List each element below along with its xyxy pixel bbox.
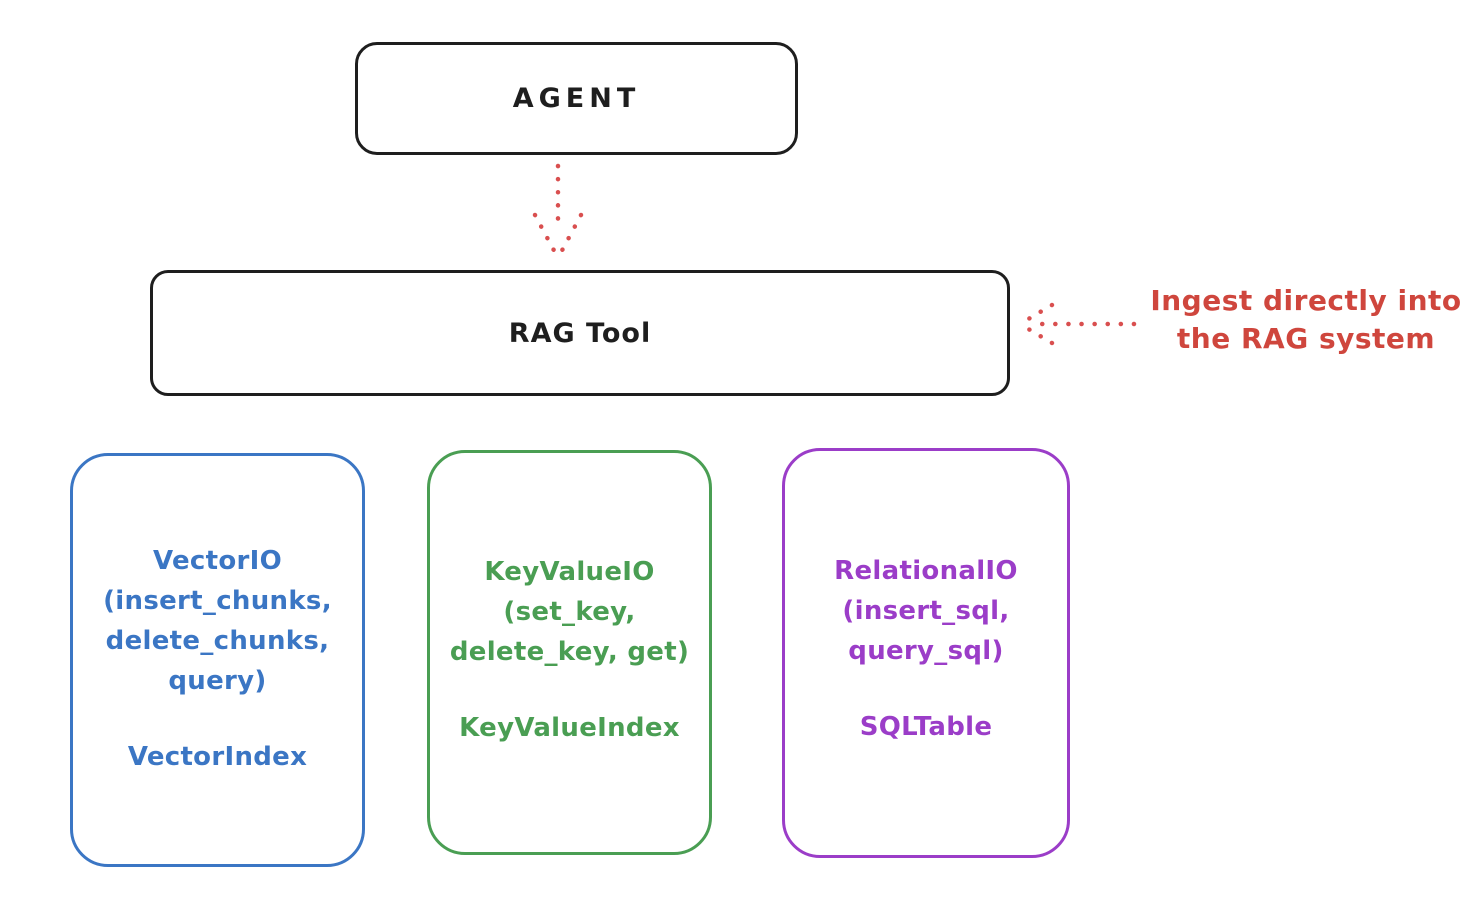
vector-io-title: VectorIO	[152, 546, 283, 576]
vector-io-methods-line1: (insert_chunks,	[103, 586, 332, 616]
rag-tool-box: RAG Tool	[150, 270, 1010, 396]
arrowhead-bottom-stroke	[1017, 321, 1055, 346]
relational-io-methods-line2: query_sql)	[848, 636, 1004, 666]
arrowhead-right-stroke	[555, 212, 584, 261]
agent-label: AGENT	[512, 83, 641, 114]
agent-to-rag-arrow	[532, 163, 584, 261]
arrowhead-top-stroke	[1017, 302, 1055, 327]
vector-io-box: VectorIO (insert_chunks, delete_chunks, …	[70, 453, 365, 867]
keyvalue-io-methods-line2: delete_key, get)	[449, 637, 690, 667]
arrowhead-left-stroke	[532, 212, 561, 261]
vector-io-methods-line3: query)	[168, 666, 267, 696]
agent-box: AGENT	[355, 42, 798, 155]
ingest-annotation-line2: the RAG system	[1176, 322, 1436, 355]
vector-io-methods-line2: delete_chunks,	[105, 626, 330, 656]
keyvalue-io-box: KeyValueIO (set_key, delete_key, get) Ke…	[427, 450, 712, 855]
vector-index-label: VectorIndex	[127, 742, 308, 772]
rag-tool-label: RAG Tool	[508, 317, 652, 349]
keyvalue-io-methods-line1: (set_key,	[503, 597, 636, 627]
ingest-arrow	[1017, 302, 1137, 346]
sql-table-label: SQLTable	[859, 712, 993, 742]
ingest-annotation-line1: Ingest directly into	[1150, 284, 1462, 317]
keyvalue-index-label: KeyValueIndex	[459, 713, 680, 743]
relational-io-title: RelationalIO	[834, 556, 1018, 586]
keyvalue-io-title: KeyValueIO	[484, 557, 655, 587]
ingest-annotation: Ingest directly into the RAG system	[1138, 282, 1474, 358]
relational-io-box: RelationalIO (insert_sql, query_sql) SQL…	[782, 448, 1070, 858]
relational-io-methods-line1: (insert_sql,	[842, 596, 1010, 626]
